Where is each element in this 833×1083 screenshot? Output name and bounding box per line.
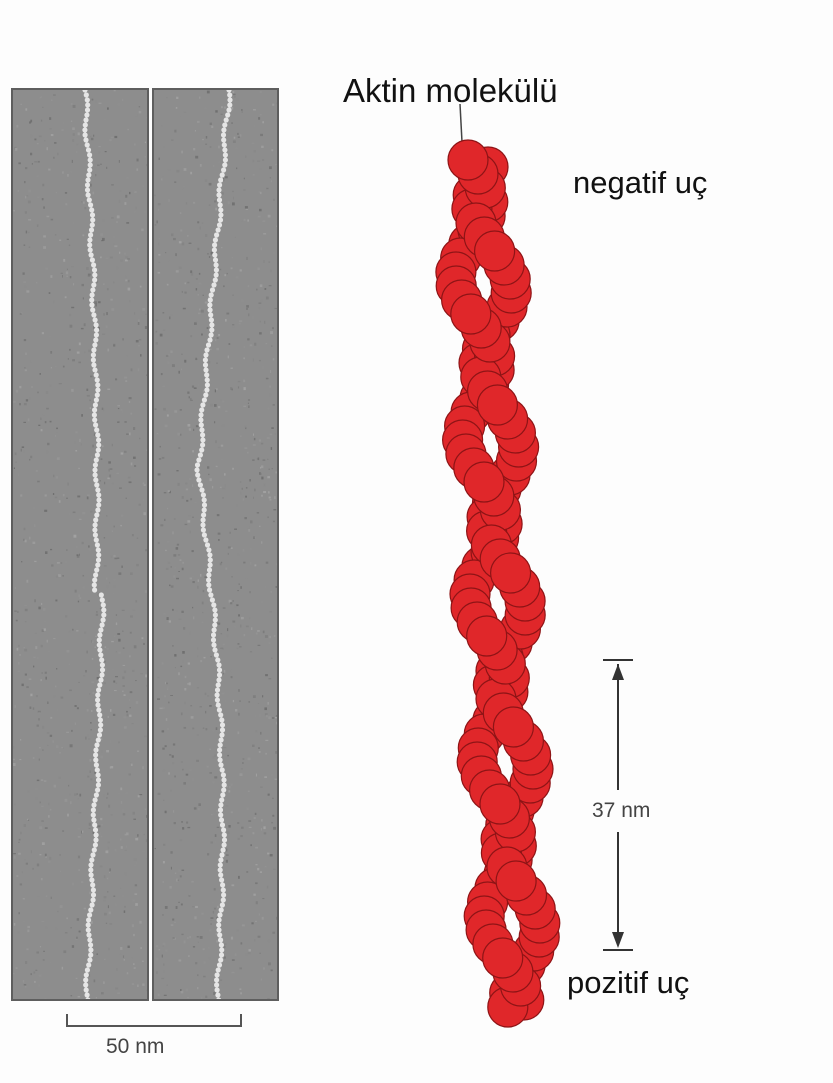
actin-monomer bbox=[480, 784, 520, 824]
scale-bar-label: 50 nm bbox=[106, 1035, 164, 1059]
actin-monomer bbox=[464, 462, 504, 502]
actin-monomer bbox=[493, 707, 533, 747]
actin-molecule-label: Aktin molekülü bbox=[343, 72, 558, 110]
repeat-length-label: 37 nm bbox=[592, 797, 650, 825]
actin-monomer bbox=[491, 553, 531, 593]
actin-filament-model bbox=[436, 140, 560, 1027]
actin-monomer bbox=[448, 140, 488, 180]
actin-monomer bbox=[496, 861, 536, 901]
negative-end-label: negatif uç bbox=[573, 165, 707, 201]
actin-monomer bbox=[475, 231, 515, 271]
actin-monomer bbox=[483, 938, 523, 978]
scale-bar-50nm bbox=[67, 1014, 241, 1026]
positive-end-label: pozitif uç bbox=[567, 965, 689, 1001]
actin-monomer bbox=[467, 616, 507, 656]
actin-monomer bbox=[477, 385, 517, 425]
actin-monomer bbox=[451, 294, 491, 334]
